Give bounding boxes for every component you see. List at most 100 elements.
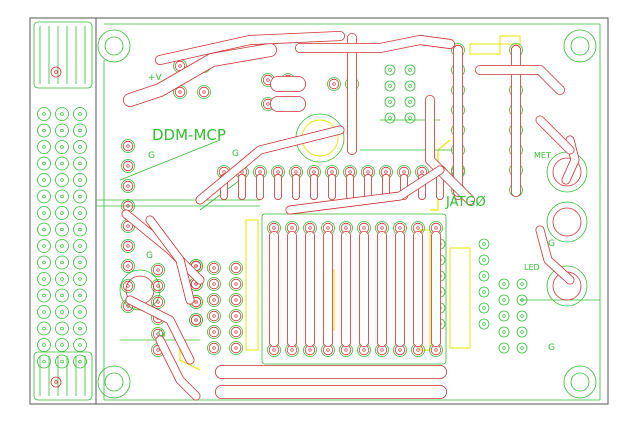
drill-hole: [234, 298, 238, 302]
drill-hole: [482, 258, 486, 262]
pad-top: [197, 85, 211, 99]
pad-bottom: [208, 326, 220, 338]
drill-hole: [60, 211, 64, 215]
drill-hole: [60, 194, 64, 199]
resistor-pad: [498, 342, 510, 354]
trace-inner: [126, 296, 194, 364]
drill-hole: [156, 300, 160, 304]
pad-top: [207, 309, 221, 323]
drill-hole: [362, 226, 366, 230]
connector-pad: [37, 156, 51, 171]
resistor-pad: [404, 80, 416, 92]
drill-hole: [54, 70, 58, 74]
connector-pad: [73, 222, 87, 237]
board-title-label: DDM-MCP: [152, 126, 226, 144]
drill-hole: [212, 298, 216, 302]
connector-pad: [73, 123, 87, 138]
drill-hole: [78, 194, 82, 199]
drill-hole: [212, 330, 216, 334]
drill-hole: [344, 348, 348, 352]
drill-hole: [126, 204, 130, 208]
drill-hole: [60, 178, 64, 182]
drill-hole: [42, 277, 46, 281]
mount-ring-inner: [570, 36, 590, 56]
resistor-pad: [478, 270, 490, 282]
drill-hole: [272, 226, 276, 230]
connector-pad: [55, 156, 69, 171]
connector-pad: [55, 288, 69, 303]
pad-top: [121, 279, 135, 293]
drill-hole: [78, 310, 82, 314]
connector-pad: [55, 140, 69, 154]
drill-hole: [416, 226, 420, 230]
drill-hole: [42, 128, 46, 133]
drill-hole: [60, 310, 64, 314]
mount-ring-inner: [104, 36, 124, 56]
trace-inner: [156, 336, 200, 400]
drill-hole: [326, 226, 330, 230]
pad-bottom: [230, 342, 242, 354]
mount-ring: [563, 365, 597, 399]
drill-hole: [202, 90, 206, 94]
trimmer-ring: [552, 157, 582, 187]
trimmer-outline: [546, 201, 588, 243]
mount-ring: [97, 365, 131, 399]
resistor-pad: [498, 326, 510, 338]
drill-hole: [344, 226, 348, 230]
connector-pad: [37, 321, 51, 336]
pad-top: [229, 341, 243, 355]
drill-hole: [42, 161, 46, 166]
pad-bottom: [174, 86, 186, 98]
pad-bottom: [152, 280, 164, 292]
trace-inner: [425, 95, 475, 205]
resistor-pad: [478, 254, 490, 266]
drill-hole: [42, 227, 46, 232]
drill-hole: [194, 282, 198, 286]
pad-bottom: [328, 78, 340, 90]
drill-hole: [78, 326, 82, 331]
pad-bottom: [208, 278, 220, 290]
resistor-pad: [498, 310, 510, 322]
pad-top: [207, 261, 221, 275]
outline-rect: [33, 351, 93, 401]
board-outline-layer: [29, 17, 609, 405]
silk-outline: [449, 247, 471, 349]
drill-hole: [388, 116, 392, 120]
pad-top: [229, 261, 243, 275]
drill-hole: [42, 211, 46, 215]
drill-hole: [78, 244, 82, 248]
silk-outline: [499, 35, 521, 45]
drill-hole: [60, 145, 64, 149]
pad-top: [229, 293, 243, 307]
drill-hole: [234, 330, 238, 334]
drill-hole: [60, 359, 64, 364]
connector-pad: [37, 140, 51, 154]
ground-label-left-2: G: [146, 251, 153, 261]
drill-hole: [258, 170, 262, 174]
drill-hole: [60, 293, 64, 298]
resistor-pad: [516, 326, 528, 338]
drill-hole: [60, 260, 64, 265]
pad-top: [121, 259, 135, 273]
pad-top: [189, 313, 203, 327]
pad-bottom: [122, 260, 134, 272]
drill-hole: [366, 170, 370, 174]
pad-bottom: [230, 278, 242, 290]
drill-hole: [482, 242, 486, 246]
drill-hole: [42, 343, 46, 347]
pad-bottom: [230, 310, 242, 322]
resistor-pad: [478, 302, 490, 314]
drill-hole: [42, 112, 46, 116]
pad-top: [151, 263, 165, 277]
connector-pad: [73, 107, 87, 121]
connector-pad: [55, 239, 69, 253]
drill-hole: [126, 164, 130, 168]
drill-hole: [234, 266, 238, 270]
drill-hole: [78, 145, 82, 149]
connector-pad: [37, 272, 51, 286]
drill-hole: [482, 290, 486, 294]
led-label: LED: [524, 263, 540, 272]
connector-pad: [73, 206, 87, 220]
